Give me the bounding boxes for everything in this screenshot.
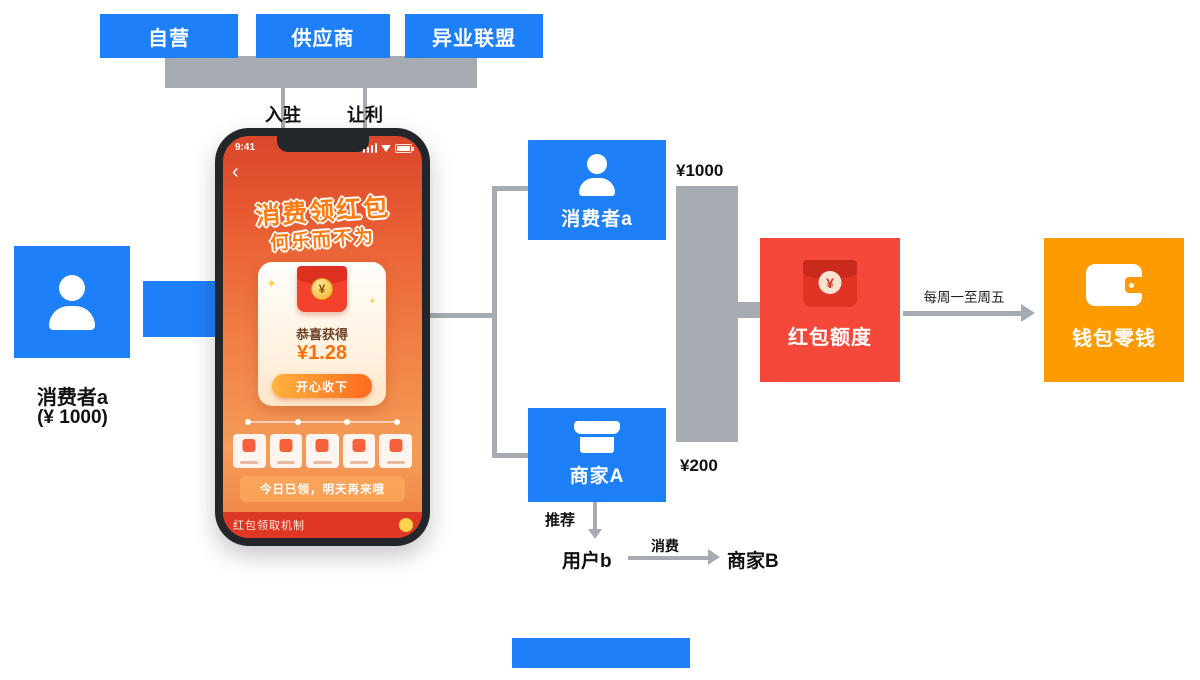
label-concession: 让利	[347, 105, 383, 125]
node-consumer-a: 消费者a	[528, 140, 666, 240]
back-icon[interactable]: ‹	[232, 161, 239, 183]
arrow-down-icon	[588, 529, 602, 539]
button-supplier-label: 供应商	[291, 27, 355, 50]
connector-band-redbox	[738, 302, 760, 318]
daily-reward-row	[233, 434, 412, 468]
wifi-icon	[381, 144, 391, 152]
connector-redbox-wallet	[903, 311, 1023, 316]
connector-userb-merchantb	[628, 556, 710, 560]
person-icon	[49, 274, 95, 330]
red-envelope-icon: ¥	[803, 260, 857, 307]
label-consumer-name: 消费者a	[36, 387, 109, 409]
node-wallet-label: 钱包零钱	[1072, 328, 1156, 350]
daily-reward-item[interactable]	[306, 434, 339, 468]
phone-footer-text: 红包领取机制	[233, 520, 305, 532]
connector-split-vertical	[492, 186, 497, 458]
node-consumer-left	[14, 246, 130, 358]
top-connector-band	[165, 56, 477, 88]
phone-notch-icon	[276, 136, 369, 152]
sparkle-icon: ✦	[266, 276, 277, 291]
arrow-right-icon	[1021, 304, 1035, 322]
card-congrats-text: 恭喜获得	[295, 327, 348, 342]
arrow-right-icon	[708, 549, 720, 565]
node-redpacket-quota: ¥ 红包额度	[760, 238, 900, 382]
phone-footer-bar: 红包领取机制	[223, 512, 422, 538]
daily-reward-item[interactable]	[269, 434, 303, 468]
label-recommend: 推荐	[545, 512, 576, 529]
status-icons	[362, 143, 414, 153]
button-self-operated-label: 自营	[148, 27, 190, 50]
aggregation-band	[676, 186, 738, 442]
node-wallet: 钱包零钱	[1044, 238, 1184, 382]
daily-reward-item[interactable]	[233, 434, 266, 468]
wallet-icon	[1086, 264, 1142, 306]
label-user-b: 用户b	[562, 551, 612, 572]
connector-recommend	[593, 502, 597, 529]
signal-icon	[362, 143, 377, 153]
sparkle-icon: ✦	[368, 296, 376, 306]
label-consume: 消费	[651, 538, 679, 554]
person-icon	[579, 154, 615, 196]
connector-join-left	[281, 88, 285, 128]
connector-to-consumer-box	[497, 186, 528, 191]
gold-coin-icon: ¥	[311, 278, 333, 300]
phone-mockup: 9:41 ‹ 消费领红包 何乐而不为 ✦ ✦ ¥ 恭喜获得 ¥1.28 开心收下	[215, 128, 430, 546]
label-transfer-schedule: 每周一至周五	[923, 290, 1005, 305]
label-consumer-amount: (¥ 1000)	[37, 407, 108, 428]
button-supplier[interactable]: 供应商	[256, 14, 390, 58]
button-alliance[interactable]: 异业联盟	[405, 14, 543, 58]
node-merchant-a-label: 商家A	[569, 466, 625, 487]
daily-reward-item[interactable]	[342, 434, 376, 468]
phone-screen: 9:41 ‹ 消费领红包 何乐而不为 ✦ ✦ ¥ 恭喜获得 ¥1.28 开心收下	[223, 136, 422, 538]
connector-consumer-phone	[143, 281, 215, 337]
label-merchant-b: 商家B	[727, 551, 779, 572]
daily-reward-item[interactable]	[379, 434, 412, 468]
card-amount: ¥1.28	[296, 342, 348, 364]
connector-phone-split	[430, 313, 494, 318]
connector-to-merchant-box	[497, 453, 528, 458]
node-merchant-a: 商家A	[528, 408, 666, 502]
yuan-coin-icon: ¥	[818, 271, 842, 294]
status-time: 9:41	[235, 142, 256, 153]
label-merchant-contribution: ¥200	[680, 456, 718, 475]
claimed-banner: 今日已领，明天再来哦	[240, 476, 405, 502]
legend-bar	[512, 638, 690, 668]
label-join: 入驻	[265, 105, 301, 125]
store-icon	[574, 421, 620, 453]
accept-button[interactable]: 开心收下	[272, 374, 372, 398]
node-redpacket-label: 红包额度	[788, 327, 872, 349]
mini-red-envelope-icon: ¥	[297, 266, 347, 312]
connector-join-right	[363, 88, 367, 128]
redpacket-card: ✦ ✦ ¥ 恭喜获得 ¥1.28 开心收下	[258, 262, 386, 406]
smiley-icon	[399, 518, 413, 532]
button-self-operated[interactable]: 自营	[100, 14, 238, 58]
battery-icon	[395, 143, 414, 153]
button-alliance-label: 异业联盟	[432, 27, 516, 50]
label-consumer-contribution: ¥1000	[676, 161, 724, 180]
node-consumer-a-label: 消费者a	[561, 209, 633, 230]
milestone-track	[245, 418, 400, 426]
